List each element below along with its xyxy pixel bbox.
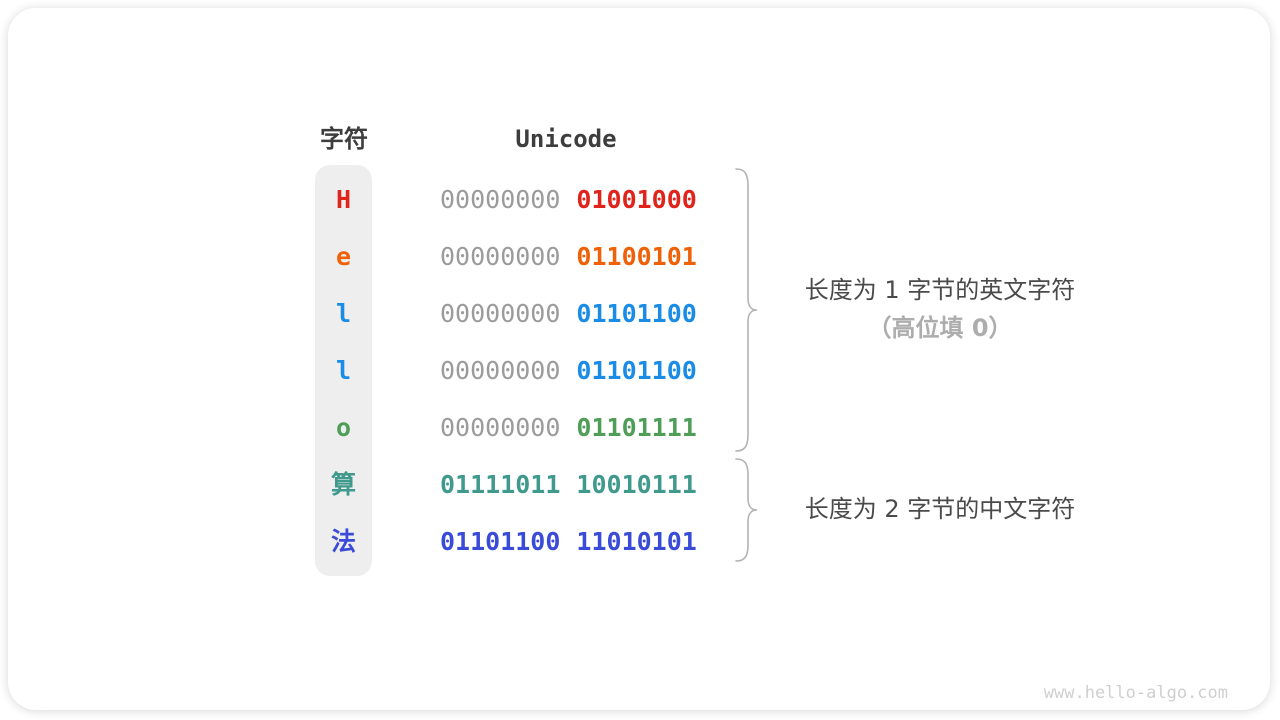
binary-value: 01111011 10010111 xyxy=(440,456,697,513)
annotation-english-chars: 长度为 1 字节的英文字符 （高位填 0） xyxy=(768,275,1112,343)
encoding-row: o 00000000 01101111 xyxy=(8,399,1280,456)
byte-high: 00000000 xyxy=(440,242,561,271)
annotation-chinese-chars: 长度为 2 字节的中文字符 xyxy=(768,494,1112,524)
char-cell: H xyxy=(335,185,352,214)
encoding-rows: H 00000000 01001000 e 00000000 01100101 l … xyxy=(8,171,1280,570)
byte-low: 01101100 xyxy=(576,299,697,328)
binary-value: 00000000 01101111 xyxy=(440,399,697,456)
diagram-card: 字符 Unicode H 00000000 01001000 e 00000000… xyxy=(8,8,1270,710)
binary-value: 00000000 01001000 xyxy=(440,171,697,228)
brace-chinese-group xyxy=(734,458,760,562)
byte-high: 00000000 xyxy=(440,356,561,385)
encoding-row: H 00000000 01001000 xyxy=(8,171,1280,228)
binary-value: 00000000 01100101 xyxy=(440,228,697,285)
byte-low: 10010111 xyxy=(576,470,697,499)
byte-low: 01100101 xyxy=(576,242,697,271)
annotation-chinese-line1: 长度为 2 字节的中文字符 xyxy=(804,495,1076,523)
binary-value: 00000000 01101100 xyxy=(440,285,697,342)
binary-value: 00000000 01101100 xyxy=(440,342,697,399)
encoding-row: 算 01111011 10010111 xyxy=(8,456,1280,513)
char-cell: o xyxy=(335,413,352,442)
char-cell: l xyxy=(335,356,352,385)
annotation-english-line2: （高位填 0） xyxy=(867,314,1013,342)
encoding-row: e 00000000 01100101 xyxy=(8,228,1280,285)
byte-low: 01101111 xyxy=(576,413,697,442)
column-header-character: 字符 xyxy=(320,125,368,153)
byte-high: 00000000 xyxy=(440,185,561,214)
annotation-english-line1: 长度为 1 字节的英文字符 xyxy=(804,276,1076,304)
char-cell: 算 xyxy=(330,470,356,499)
byte-low: 11010101 xyxy=(576,527,697,556)
byte-high: 00000000 xyxy=(440,299,561,328)
char-cell: e xyxy=(335,242,352,271)
byte-high: 01111011 xyxy=(440,470,561,499)
byte-high: 00000000 xyxy=(440,413,561,442)
char-cell: 法 xyxy=(330,527,356,556)
byte-high: 01101100 xyxy=(440,527,561,556)
encoding-row: l 00000000 01101100 xyxy=(8,342,1280,399)
watermark-url: www.hello-algo.com xyxy=(1043,683,1228,703)
byte-low: 01101100 xyxy=(576,356,697,385)
binary-value: 01101100 11010101 xyxy=(440,513,697,570)
byte-low: 01001000 xyxy=(576,185,697,214)
char-cell: l xyxy=(335,299,352,328)
encoding-row: 法 01101100 11010101 xyxy=(8,513,1280,570)
encoding-row: l 00000000 01101100 xyxy=(8,285,1280,342)
column-header-unicode: Unicode xyxy=(515,125,617,153)
character-column-background xyxy=(315,165,372,576)
brace-english-group xyxy=(734,168,760,452)
